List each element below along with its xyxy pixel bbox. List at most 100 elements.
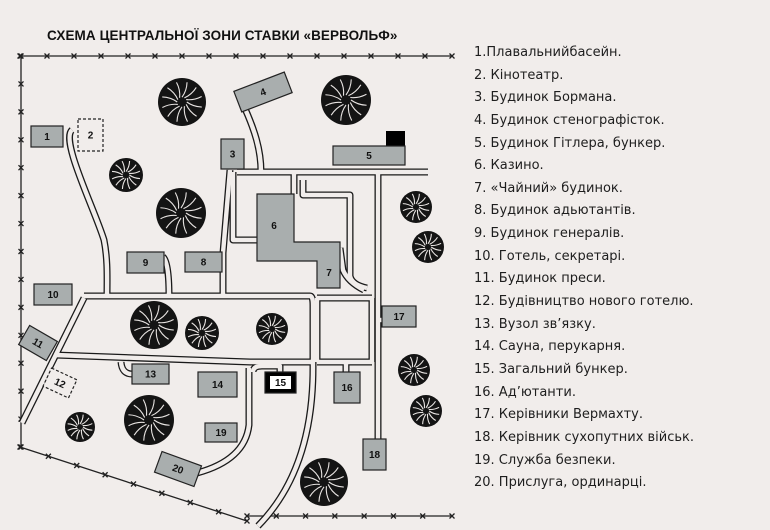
building-18: 18 bbox=[362, 438, 387, 471]
fence-post bbox=[314, 53, 320, 59]
fence-post bbox=[18, 108, 24, 115]
legend-item: 16. Ад’ютанти. bbox=[474, 384, 576, 400]
building-label: 8 bbox=[201, 258, 207, 269]
fence-post bbox=[71, 53, 77, 59]
legend-item: 5. Будинок Гітлера, бункер. bbox=[474, 135, 666, 151]
fence-post bbox=[395, 53, 401, 59]
building-4: 4 bbox=[233, 71, 293, 113]
fence-post bbox=[233, 53, 239, 59]
building-label: 1 bbox=[44, 132, 50, 143]
legend: 1.Плавальнийбасейн.2. Кінотеатр.3. Будин… bbox=[474, 42, 694, 495]
fence-post bbox=[44, 53, 50, 59]
legend-item: 3. Будинок Бормана. bbox=[474, 90, 617, 106]
trees bbox=[65, 75, 444, 506]
tree-icon bbox=[124, 395, 174, 445]
building-11: 11 bbox=[17, 324, 59, 362]
building-label: 19 bbox=[215, 428, 227, 439]
road-surface bbox=[54, 352, 313, 365]
building-1: 1 bbox=[30, 125, 64, 148]
fence-post bbox=[260, 53, 266, 59]
fence-post bbox=[449, 513, 455, 519]
legend-item: 20. Прислуга, ординарці. bbox=[474, 475, 647, 491]
fence-post bbox=[331, 513, 338, 519]
tree-icon bbox=[65, 412, 95, 442]
building-8: 8 bbox=[184, 251, 223, 273]
road-edge bbox=[66, 127, 111, 297]
building-2: 2 bbox=[77, 118, 104, 152]
legend-item: 9. Будинок генералів. bbox=[474, 226, 625, 242]
building-label: 20 bbox=[171, 463, 186, 477]
building-19: 19 bbox=[204, 422, 238, 443]
building-16: 16 bbox=[333, 371, 361, 404]
building-5: 5 bbox=[332, 131, 406, 166]
fence-post bbox=[18, 388, 24, 395]
building-label: 12 bbox=[52, 377, 67, 392]
building-label: 14 bbox=[212, 380, 224, 391]
fence-post bbox=[287, 53, 293, 59]
tree-icon bbox=[321, 75, 371, 125]
tree-icon bbox=[109, 158, 143, 192]
tree-icon bbox=[156, 188, 206, 238]
road-edge bbox=[313, 294, 376, 366]
building-label: 4 bbox=[259, 87, 269, 99]
legend-item: 18. Керівник сухопутних військ. bbox=[474, 429, 695, 445]
legend-item: 8. Будинок адьютантів. bbox=[474, 203, 636, 219]
fence-post bbox=[18, 164, 24, 171]
legend-item: 12. Будівництво нового готелю. bbox=[474, 294, 694, 310]
road-surface bbox=[67, 128, 110, 297]
fence-post bbox=[390, 513, 397, 519]
fence-post bbox=[302, 513, 309, 519]
legend-item: 7. «Чайний» будинок. bbox=[474, 180, 623, 196]
tree-icon bbox=[410, 395, 442, 427]
road-surface bbox=[196, 368, 252, 476]
fence-post bbox=[361, 513, 368, 519]
road-surface bbox=[84, 293, 316, 528]
building-label: 18 bbox=[369, 450, 381, 461]
road-surface bbox=[220, 169, 233, 296]
building-label: 6 bbox=[271, 221, 277, 232]
building-label: 10 bbox=[47, 290, 59, 301]
road-surface bbox=[250, 363, 283, 373]
building-3: 3 bbox=[220, 138, 245, 170]
fence-post bbox=[215, 508, 222, 515]
fence-post bbox=[422, 53, 428, 59]
fence-post bbox=[158, 490, 165, 497]
tree-icon bbox=[158, 78, 206, 126]
fence-post bbox=[73, 462, 80, 469]
fence-post bbox=[449, 53, 455, 59]
legend-item: 13. Вузол зв’язку. bbox=[474, 316, 596, 332]
fence-post bbox=[18, 220, 24, 227]
legend-item: 19. Служба безпеки. bbox=[474, 452, 616, 468]
fence-post bbox=[18, 80, 24, 87]
fence-post bbox=[130, 481, 137, 487]
building-13: 13 bbox=[131, 363, 170, 385]
building-17: 17 bbox=[381, 305, 417, 328]
building-label: 3 bbox=[230, 150, 236, 161]
building-10: 10 bbox=[33, 283, 73, 306]
building-label: 13 bbox=[145, 370, 157, 381]
bunker-block bbox=[386, 131, 405, 146]
legend-item: 10. Готель, секретарі. bbox=[474, 248, 626, 264]
tree-icon bbox=[300, 458, 348, 506]
road-surface bbox=[230, 172, 257, 243]
legend-item: 1.Плавальнийбасейн. bbox=[474, 45, 622, 60]
building-14: 14 bbox=[197, 371, 238, 398]
fence-post bbox=[18, 136, 24, 143]
fence-post bbox=[18, 53, 24, 59]
road-surface bbox=[20, 297, 86, 424]
roads bbox=[18, 100, 428, 529]
fence-post bbox=[18, 360, 24, 367]
fence-post bbox=[179, 53, 185, 59]
legend-item: 17. Керівники Вермахту. bbox=[474, 407, 643, 423]
tree-icon bbox=[400, 191, 432, 223]
fence-post bbox=[45, 453, 52, 460]
building-15: 15 bbox=[264, 371, 297, 394]
tree-icon bbox=[130, 301, 178, 349]
road-surface bbox=[337, 247, 366, 292]
building-label: 5 bbox=[366, 151, 372, 162]
fence-post bbox=[419, 513, 426, 519]
tree-icon bbox=[185, 316, 219, 350]
legend-item: 6. Казино. bbox=[474, 158, 544, 174]
building-9: 9 bbox=[126, 251, 165, 274]
